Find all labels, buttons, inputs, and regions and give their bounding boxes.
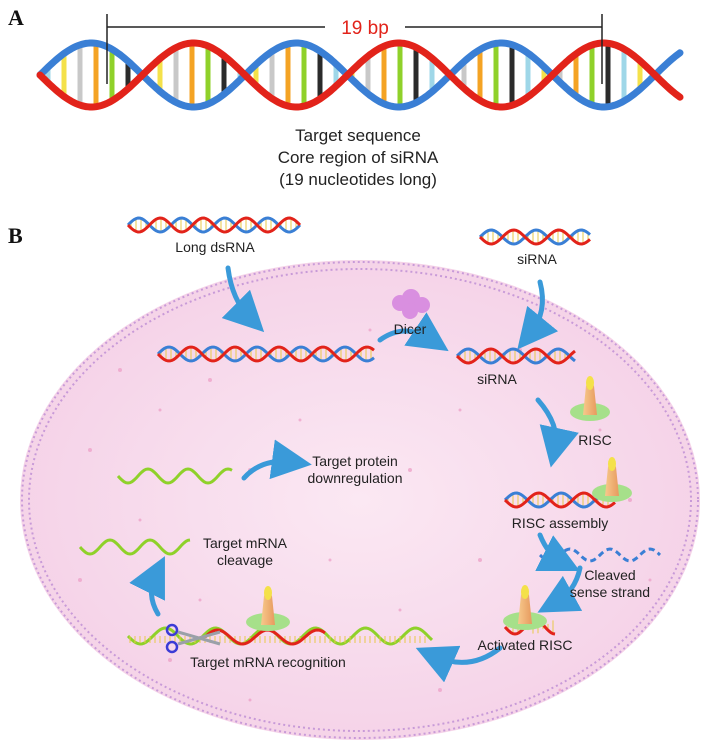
caption-line-1: Target sequence bbox=[295, 126, 421, 145]
label-dicer: Dicer bbox=[394, 321, 427, 337]
recognition-risc-icon bbox=[246, 586, 290, 631]
mrna-fragment-lower bbox=[78, 538, 191, 556]
label-cleaved-2: sense strand bbox=[570, 584, 650, 600]
arrow-to-activated bbox=[537, 565, 583, 613]
long-dsrna-outside bbox=[126, 216, 302, 234]
label-cleavage-2: cleavage bbox=[217, 552, 273, 568]
risc-icon bbox=[570, 376, 610, 421]
sirna-outside bbox=[478, 228, 591, 246]
risc-assembly-icon bbox=[592, 457, 632, 502]
panel-a-letter: A bbox=[8, 5, 24, 30]
label-sirna-mid: siRNA bbox=[477, 371, 517, 387]
strand-b bbox=[455, 347, 576, 365]
strand-a bbox=[478, 228, 591, 246]
caption-line-2: Core region of siRNA bbox=[278, 148, 439, 167]
arrow-to-recognition bbox=[415, 645, 503, 683]
caption-line-3: (19 nucleotides long) bbox=[279, 170, 437, 189]
panel-b-letter: B bbox=[8, 223, 23, 248]
span-bracket bbox=[106, 14, 603, 84]
label-long-dsrna: Long dsRNA bbox=[175, 239, 255, 255]
label-cleavage-1: Target mRNA bbox=[203, 535, 288, 551]
red-strand bbox=[36, 39, 684, 111]
label-sirna-top: siRNA bbox=[517, 251, 557, 267]
sirna-inside bbox=[455, 347, 576, 365]
long-dsrna-inside bbox=[156, 345, 375, 363]
rna-duplexes bbox=[78, 216, 662, 646]
label-risc: RISC bbox=[578, 432, 611, 448]
label-activated-risc: Activated RISC bbox=[478, 637, 573, 653]
strand-a bbox=[126, 216, 302, 234]
dna-double-helix bbox=[36, 39, 684, 111]
strand-b bbox=[478, 228, 591, 246]
label-downreg-2: downregulation bbox=[308, 470, 403, 486]
arrow-long-dsrna-to-cell bbox=[221, 265, 265, 333]
blue-strand bbox=[36, 39, 684, 111]
arrow-to-downregulation bbox=[241, 439, 312, 481]
dicer-icon bbox=[392, 289, 430, 319]
strand-a bbox=[156, 345, 375, 363]
arrow-sirna-entry bbox=[517, 279, 559, 350]
label-cleaved-1: Cleaved bbox=[584, 567, 635, 583]
arrow-to-risc bbox=[535, 397, 579, 468]
arrow-to-cleaved bbox=[535, 532, 580, 571]
arrow-to-cleavage bbox=[129, 556, 165, 617]
label-recognition: Target mRNA recognition bbox=[190, 654, 346, 670]
scissors-icon bbox=[165, 623, 221, 654]
label-risc-assembly: RISC assembly bbox=[512, 515, 608, 531]
activated-risc-icon bbox=[503, 585, 547, 630]
arrow-dicer bbox=[377, 312, 449, 352]
strand-a bbox=[503, 491, 616, 509]
label-downreg-1: Target protein bbox=[312, 453, 398, 469]
span-label: 19 bp bbox=[341, 18, 389, 39]
flow-arrows bbox=[129, 265, 583, 683]
mrna-fragment-upper bbox=[116, 467, 233, 485]
strand-a bbox=[455, 347, 576, 365]
strand-b bbox=[156, 345, 375, 363]
